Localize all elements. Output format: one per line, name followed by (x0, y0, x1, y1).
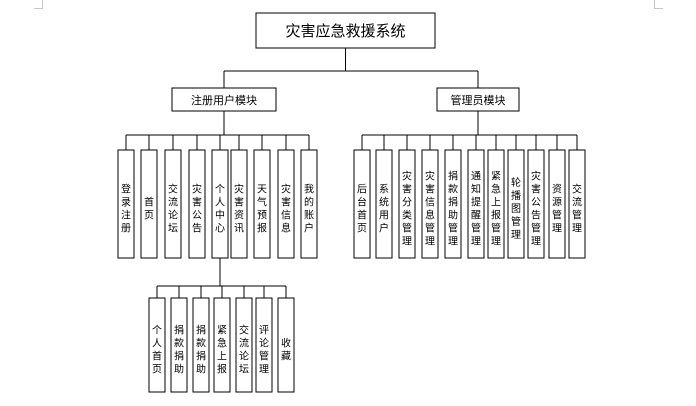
leaf-node-label: 后台首页 (357, 184, 367, 235)
connector-lines (125, 48, 578, 298)
sub-leaf-node: 捐款捐助 (170, 297, 188, 393)
sub-leaf-node: 评论管理 (255, 297, 273, 393)
leaf-node: 灾害分类管理 (398, 149, 416, 259)
leaf-node-label: 系统用户 (379, 184, 389, 235)
leaf-node: 轮播图管理 (507, 149, 525, 259)
leaf-node: 资源管理 (548, 149, 566, 259)
root-node-label: 灾害应急救援系统 (285, 22, 405, 40)
leaf-node: 天气预报 (253, 149, 271, 259)
leaf-node: 通知提醒管理 (467, 149, 485, 259)
leaf-node-label: 灾害信息管理 (425, 170, 435, 248)
leaf-node-label: 交流管理 (572, 183, 582, 235)
leaf-node-label: 首页 (144, 196, 154, 222)
leaf-node: 紧急上报管理 (487, 149, 505, 259)
leaf-node: 首页 (140, 149, 158, 259)
sub-leaf-node: 紧急上报 (213, 297, 231, 393)
sub-leaf-node-label: 收藏 (281, 337, 291, 363)
sub-leaf-node: 收藏 (277, 297, 295, 393)
sub-leaf-node-label: 交流论坛 (239, 324, 249, 376)
leaf-node: 灾害公告管理 (527, 149, 545, 259)
leaf-node-label: 天气预报 (257, 185, 267, 235)
leaf-node: 灾害公告 (188, 149, 206, 259)
leaf-node: 灾害资讯 (230, 149, 248, 259)
leaf-node-label: 灾害公告管理 (531, 170, 541, 248)
leaf-node: 捐款捐助管理 (444, 149, 462, 259)
sub-leaf-node-label: 评论管理 (259, 325, 269, 376)
sub-leaf-node: 捐款捐助 (192, 297, 210, 393)
leaf-node: 我的账户 (300, 149, 318, 259)
leaf-node-label: 通知提醒管理 (471, 171, 481, 248)
leaf-node: 交流管理 (568, 149, 586, 259)
leaf-node-label: 灾害分类管理 (402, 170, 412, 248)
group-node-label: 管理员模块 (451, 93, 506, 107)
leaf-node: 灾害信息管理 (421, 149, 439, 259)
sub-leaf-node-label: 紧急上报 (217, 325, 227, 376)
sub-leaf-node: 交流论坛 (235, 297, 253, 393)
leaf-node-label: 灾害信息 (281, 183, 291, 235)
sub-leaf-node: 个人首页 (148, 297, 166, 393)
leaf-node-label: 轮播图管理 (511, 176, 521, 241)
leaf-node: 系统用户 (375, 149, 393, 259)
leaf-node-label: 资源管理 (552, 184, 562, 235)
group-node-label: 注册用户模块 (191, 93, 257, 107)
leaf-node-label: 登录注册 (121, 183, 131, 235)
leaf-node-label: 灾害资讯 (234, 183, 244, 235)
group-node-admin: 管理员模块 (436, 87, 520, 112)
page-corner-mark-right (654, 0, 663, 9)
leaf-node-label: 捐款捐助管理 (448, 170, 458, 248)
sub-leaf-node-label: 捐款捐助 (196, 324, 206, 376)
root-node: 灾害应急救援系统 (255, 12, 436, 49)
leaf-node: 交流论坛 (164, 149, 182, 259)
leaf-node-label: 我的账户 (304, 184, 314, 235)
leaf-node: 个人中心 (211, 149, 229, 259)
sub-leaf-node-label: 个人首页 (152, 325, 162, 376)
leaf-node-label: 交流论坛 (168, 183, 178, 235)
leaf-node: 灾害信息 (277, 149, 295, 259)
sub-leaf-node-label: 捐款捐助 (174, 324, 184, 376)
leaf-node-label: 灾害公告 (192, 183, 202, 235)
leaf-node: 登录注册 (117, 149, 135, 259)
page-corner-mark-left (34, 0, 43, 9)
leaf-node-label: 个人中心 (215, 184, 225, 235)
leaf-node: 后台首页 (353, 149, 371, 259)
group-node-registered-user: 注册用户模块 (171, 87, 277, 112)
leaf-node-label: 紧急上报管理 (491, 171, 501, 248)
